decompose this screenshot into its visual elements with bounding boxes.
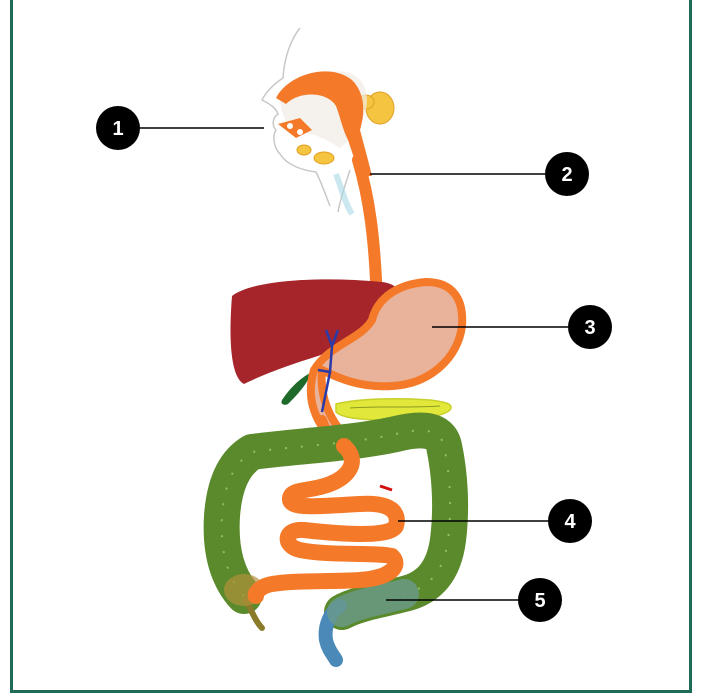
marker-5: 5 xyxy=(518,578,562,622)
marker-5-label: 5 xyxy=(534,590,545,612)
marker-4-label: 4 xyxy=(564,511,576,533)
marker-2-label: 2 xyxy=(561,164,572,186)
marker-1-label: 1 xyxy=(112,118,123,140)
marker-1: 1 xyxy=(96,106,140,150)
marker-2: 2 xyxy=(545,152,589,196)
marker-3-label: 3 xyxy=(584,317,595,339)
small-intestine xyxy=(256,446,397,596)
marker-3: 3 xyxy=(568,305,612,349)
marker-4: 4 xyxy=(548,499,592,543)
